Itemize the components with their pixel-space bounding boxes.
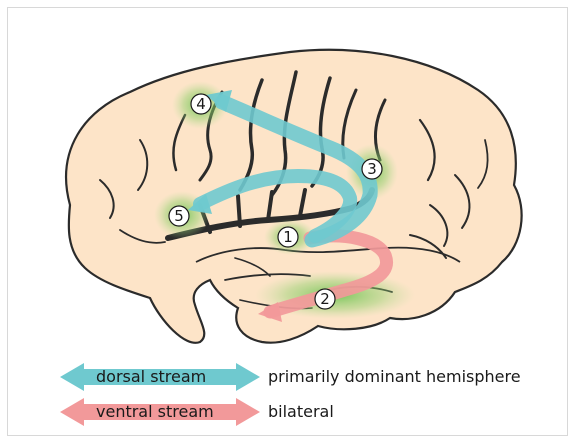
region-marker-5: 5 [169,206,189,226]
region-marker-2: 2 [315,289,335,309]
legend-dorsal: dorsal stream primarily dominant hemisph… [60,363,550,391]
dorsal-legend-label: dorsal stream [96,367,206,386]
legend-ventral: ventral stream bilateral [60,398,550,426]
region-marker-3: 3 [362,159,382,179]
dorsal-legend-description: primarily dominant hemisphere [268,367,521,386]
region-number-2: 2 [320,290,330,308]
region-marker-4: 4 [191,94,211,114]
region-number-4: 4 [196,95,206,113]
ventral-legend-description: bilateral [268,402,334,421]
region-number-5: 5 [174,207,184,225]
ventral-legend-label: ventral stream [96,402,214,421]
region-number-1: 1 [283,228,293,246]
region-marker-1: 1 [278,227,298,247]
region-number-3: 3 [367,160,377,178]
